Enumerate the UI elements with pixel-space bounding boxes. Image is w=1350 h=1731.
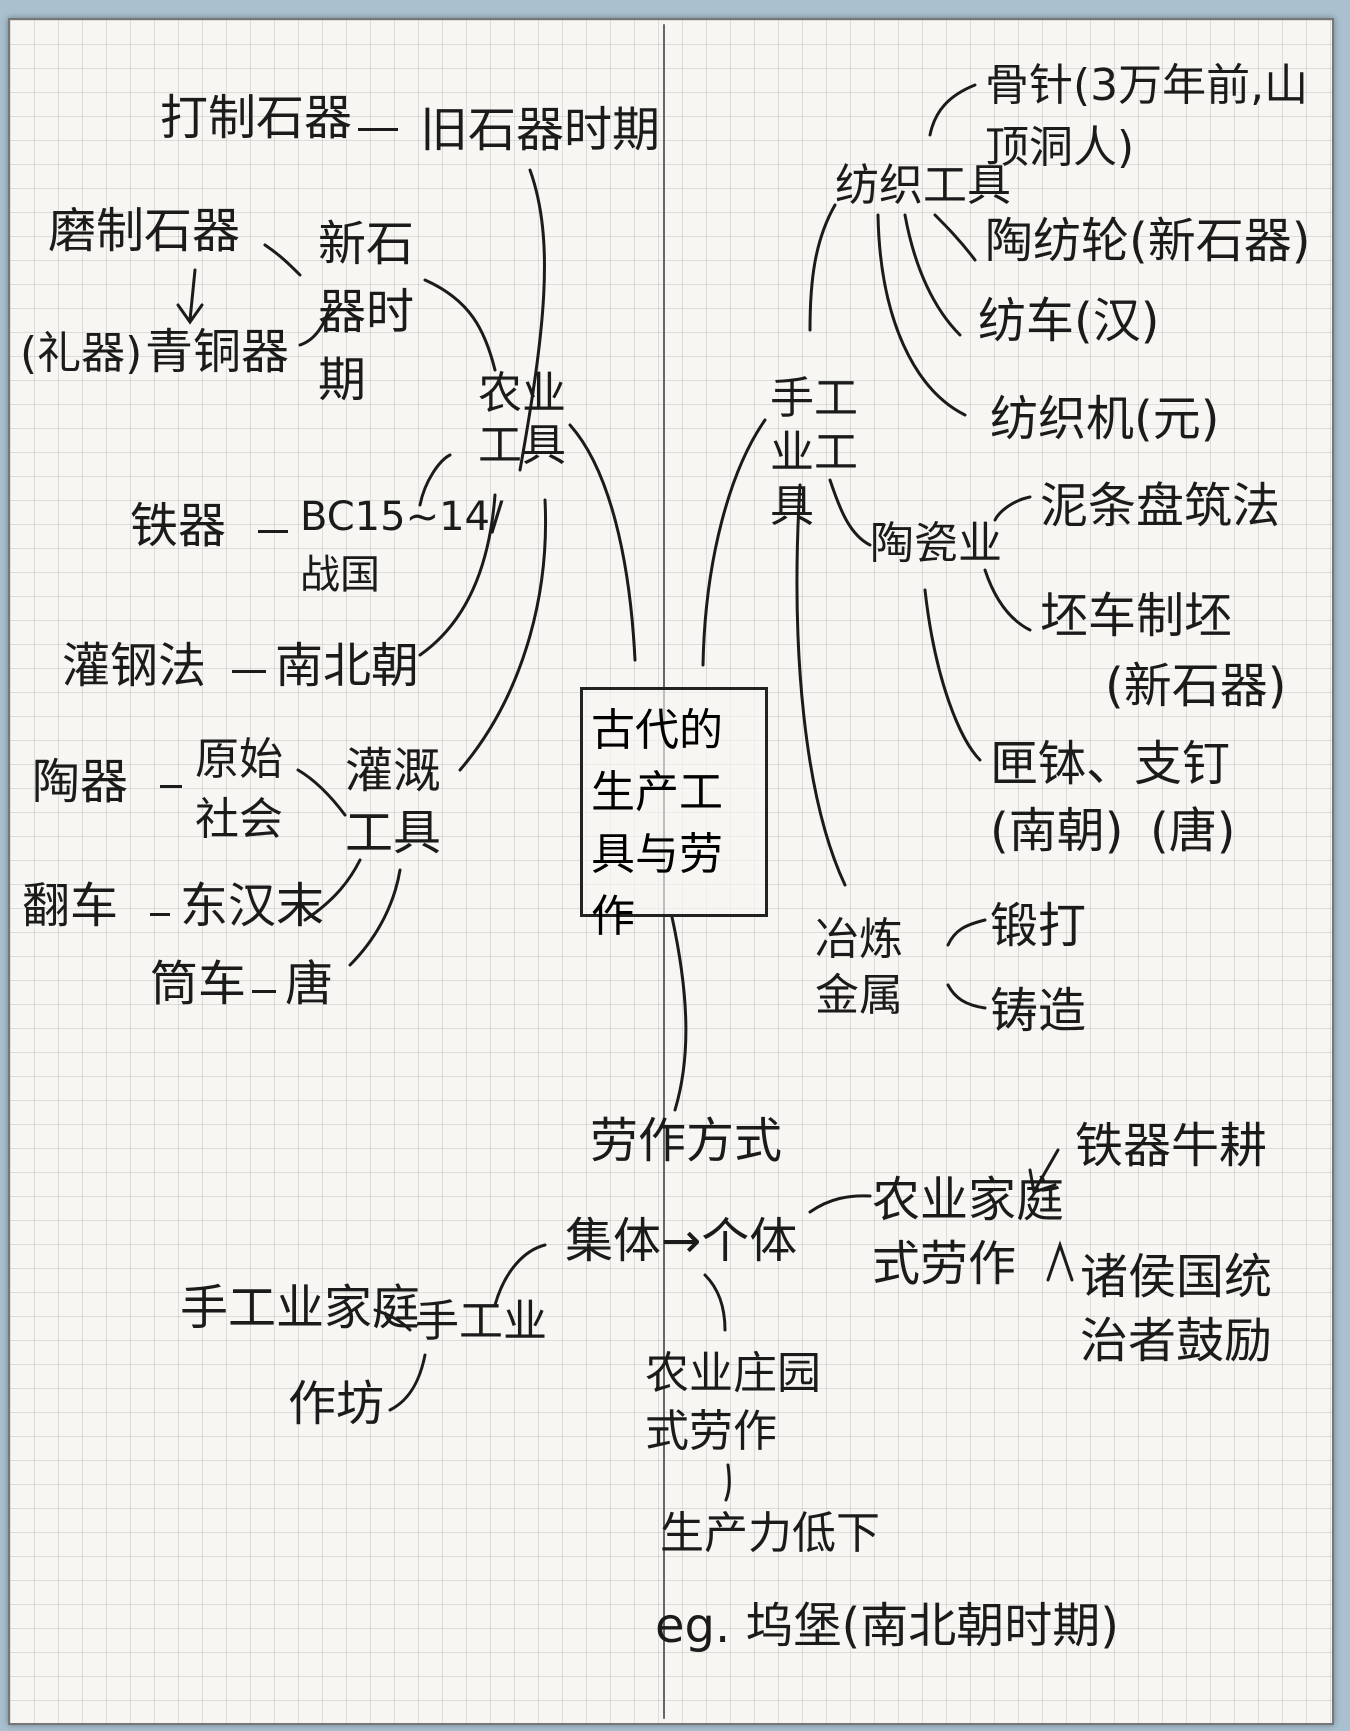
dash-tongche [252,990,276,993]
connector-jiti-shougongye [493,1243,547,1307]
connector-yuanshi-irr [296,768,347,817]
connector-tongche-irr [348,868,402,967]
text-tang: 唐 [285,956,334,1012]
connector-taoci-xiabo [923,588,982,762]
connector-qingtong-xinshiqi [298,303,332,347]
connector-ag-center [568,423,637,662]
connector-craft-yelian [795,483,847,887]
text-xiabo-zhiding: 匣钵、支钉 [990,736,1231,792]
connector-ag-irr [458,498,548,772]
center-title-box: 古代的生产工具与劳作 [580,687,768,942]
text-dazhi-shiqi: 打制石器 [160,90,353,146]
text-shengchanli-dixia: 生产力低下 [660,1508,880,1559]
connector-craft-center [701,418,767,667]
connector-fangzhi-guzhen [928,83,977,137]
text-nongye-jiating: 农业家庭式劳作 [872,1172,1065,1292]
text-guangangfa: 灌钢法 [62,638,207,694]
text-donghanmo: 东汉末 [180,878,325,934]
connector-craft-fangzhi [808,203,837,332]
connector-fanche-irr [303,858,362,922]
dash-guangang [232,670,266,673]
hub-labor-methods: 劳作方式 [590,1113,783,1169]
dash-tieqi [258,530,288,533]
connector-mozhi-xinshiqi [263,243,302,277]
text-fangche: 纺车(汉) [978,293,1160,349]
connector-ag-xinshiqi [423,278,497,372]
connector-fangzhi-fangzhiji [876,213,967,417]
connector-ag-tieqi [418,453,452,507]
text-yuanshi-shehui: 原始社会 [195,734,283,845]
text-guzhen: 骨针(3万年前,山顶洞人) [985,60,1309,173]
text-peiche-zhipei: 坯车制坯 [1040,588,1233,644]
dash-fanche [150,913,170,916]
text-zuofang: 作坊 [288,1376,385,1432]
text-nanbeichao: 南北朝 [275,638,420,694]
connector-geti-jiating [808,1194,872,1214]
connector-ag-jiushiqi [518,168,546,472]
hub-handicraft-tools: 手工业工具 [770,373,858,532]
center-title: 古代的生产工具与劳作 [591,705,723,942]
connector-ag-guangang [418,493,497,657]
text-taofanglun: 陶纺轮(新石器) [985,213,1311,269]
dash-dazhi [358,128,398,135]
text-liqi: (礼器) [20,328,143,379]
text-xinshiqi-shiqi: 新石器时期 [318,216,415,408]
connector-geti-zhuangyuan [703,1273,727,1332]
connector-jiating-zhuhou [1046,1240,1074,1282]
text-xinshiqi-craft: (新石器) [1105,658,1287,714]
text-mozhi-shiqi: 磨制石器 [48,203,241,259]
text-shougongye: 手工业 [415,1296,547,1347]
hub-irrigation-tools: 灌溉工具 [345,743,442,861]
text-duanda: 锻打 [990,898,1087,954]
text-bc-zhanguo: BC15~14/战国 [300,494,504,598]
text-tieqi-niugeng: 铁器牛耕 [1075,1118,1268,1174]
text-fanche: 翻车 [22,878,119,934]
text-fangzhi-gongju: 纺织工具 [835,160,1011,211]
text-taoci-ye: 陶瓷业 [870,518,1002,569]
connector-fangzhi-fangche [903,213,962,337]
hub-agriculture-tools: 农业工具 [478,368,566,471]
text-yelian-jinshu: 冶炼金属 [815,914,903,1021]
text-tongche: 筒车 [150,956,247,1012]
connector-yelian-zhuzao [946,983,987,1010]
text-nitiao-panzhu: 泥条盘筑法 [1040,478,1281,534]
text-zhuzao: 铸造 [990,983,1087,1039]
text-tieqi: 铁器 [130,498,227,554]
text-zhuhou-guli: 诸侯国统治者鼓励 [1080,1249,1273,1369]
text-qingtongqi: 青铜器 [145,324,290,380]
arrow-mozhi-qingtong [176,268,204,325]
connector-zhuangyuan-shengchanli [724,1463,731,1502]
connector-taoci-peiche [983,568,1032,632]
connector-center-labor [670,915,688,1112]
connector-craft-taoci [828,478,872,547]
dash-taoqi [160,785,182,788]
arrow-tieqiniugeng [1028,1148,1060,1194]
connector-yelian-duanda [946,918,987,947]
connector-sgy-jiating [373,1308,412,1332]
text-fangzhiji: 纺织机(元) [990,391,1220,447]
connector-fangzhi-taofanglun [933,213,977,262]
text-jiti-geti: 集体→个体 [565,1213,798,1269]
text-eg-wubao: eg. 坞堡(南北朝时期) [655,1598,1119,1654]
text-nanchao: (南朝) [990,803,1124,859]
text-sgy-jiating: 手工业家庭 [180,1280,421,1336]
connector-taoci-nitiao [993,495,1032,522]
text-taoqi: 陶器 [32,754,129,810]
text-jiushiqi-shiqi: 旧石器时期 [420,102,661,158]
connector-sgy-zuofang [388,1353,427,1412]
text-zhuangyuan: 农业庄园式劳作 [645,1348,821,1457]
text-tang-craft: (唐) [1150,803,1236,859]
